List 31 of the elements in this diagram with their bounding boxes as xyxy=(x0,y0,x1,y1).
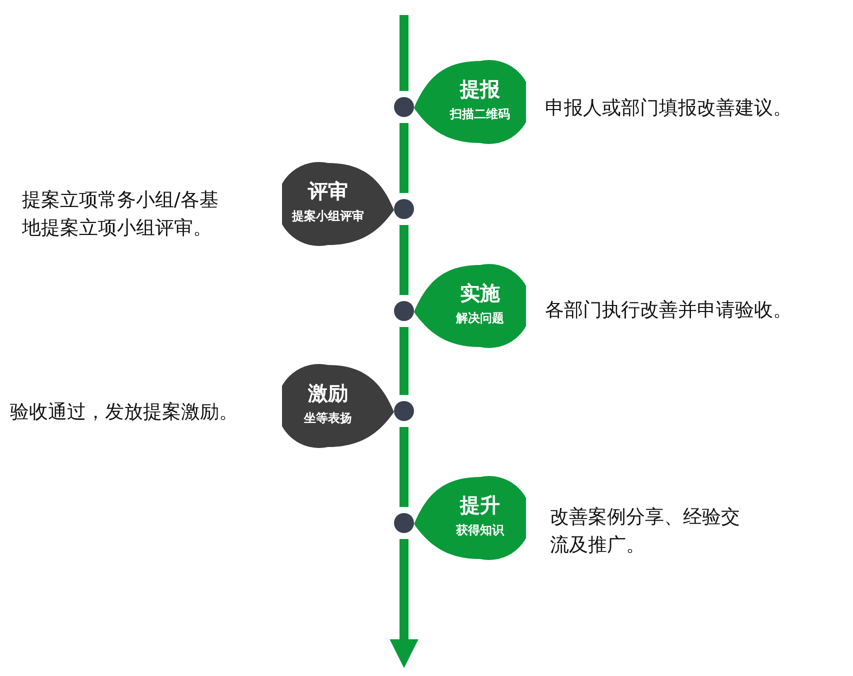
teardrop-marker xyxy=(414,474,526,562)
step-description: 提案立项常务小组/各基地提案立项小组评审。 xyxy=(22,188,220,241)
timeline-dot xyxy=(394,97,414,117)
step-subtitle: 获得知识 xyxy=(455,522,506,539)
step-description: 改善案例分享、经验交流及推广。 xyxy=(550,505,741,558)
step-title: 实施 xyxy=(459,280,501,307)
step-description: 申报人或部门填报改善建议。 xyxy=(545,96,793,121)
step-subtitle: 解决问题 xyxy=(454,310,505,327)
timeline-arrow xyxy=(390,539,418,668)
step-description: 验收通过，发放提案激励。 xyxy=(10,400,239,425)
timeline-dot xyxy=(394,513,414,533)
teardrop-marker xyxy=(414,58,526,146)
timeline-line xyxy=(400,327,408,395)
step-title: 激励 xyxy=(306,380,349,407)
step-title: 提升 xyxy=(458,492,501,519)
teardrop-marker xyxy=(282,160,394,248)
timeline-line xyxy=(400,123,408,193)
step-subtitle: 坐等表扬 xyxy=(302,410,353,427)
teardrop-marker xyxy=(414,262,526,350)
timeline-line xyxy=(400,225,408,295)
timeline-dot xyxy=(394,199,414,219)
timeline-dot xyxy=(394,401,414,421)
timeline-line xyxy=(400,15,408,91)
teardrop-marker xyxy=(282,362,394,450)
timeline-dot xyxy=(394,301,414,321)
step-title: 提报 xyxy=(458,76,501,103)
step-subtitle: 提案小组评审 xyxy=(290,208,365,225)
step-title: 评审 xyxy=(306,178,349,205)
timeline-line xyxy=(400,427,408,507)
step-subtitle: 扫描二维码 xyxy=(448,106,511,123)
step-description: 各部门执行改善并申请验收。 xyxy=(545,298,793,323)
